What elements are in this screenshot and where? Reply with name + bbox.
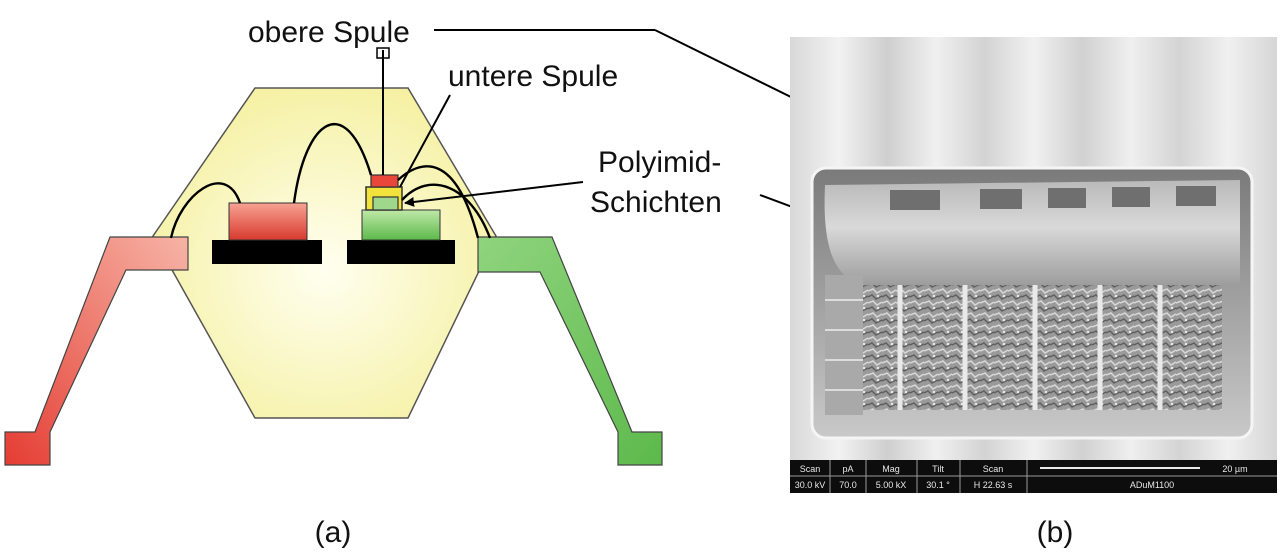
right-die-pad: [347, 240, 455, 264]
receiver-chip: [361, 209, 441, 241]
sem-value-4: 30.1 °: [926, 480, 950, 490]
sem-value-5: H 22.63 s: [974, 480, 1013, 490]
caption-b: (b): [1037, 516, 1074, 549]
sem-value-1: 30.0 kV: [795, 480, 826, 490]
sem-value-3: 5.00 kX: [876, 480, 907, 490]
sem-sample-name: ADuM1100: [1130, 480, 1174, 490]
left-die-pad: [212, 240, 322, 264]
transmitter-chip: [228, 202, 308, 241]
sem-coil-segments: [890, 186, 1216, 210]
upper-coil: [370, 174, 399, 188]
sem-header-2: pA: [842, 464, 853, 474]
label-upper-coil: obere Spule: [248, 16, 410, 49]
label-polyimide-2: Schichten: [590, 186, 722, 219]
label-polyimide-1: Polyimid-: [598, 146, 721, 179]
polyimide-layer: [372, 196, 399, 211]
sem-micrograph: Scan pA Mag Tilt Scan 30.0 kV 70.0 5.00 …: [790, 37, 1277, 493]
sem-header-4: Tilt: [932, 464, 944, 474]
sem-scale-label: 20 µm: [1222, 464, 1247, 474]
sem-header-1: Scan: [800, 464, 821, 474]
sem-header-3: Mag: [882, 464, 900, 474]
right-lead: [477, 236, 663, 466]
sem-value-2: 70.0: [839, 480, 857, 490]
left-lead: [4, 236, 189, 466]
caption-a: (a): [315, 516, 352, 549]
label-lower-coil: untere Spule: [448, 60, 618, 93]
package-diagram: [4, 87, 663, 466]
sem-header-5: Scan: [983, 464, 1004, 474]
